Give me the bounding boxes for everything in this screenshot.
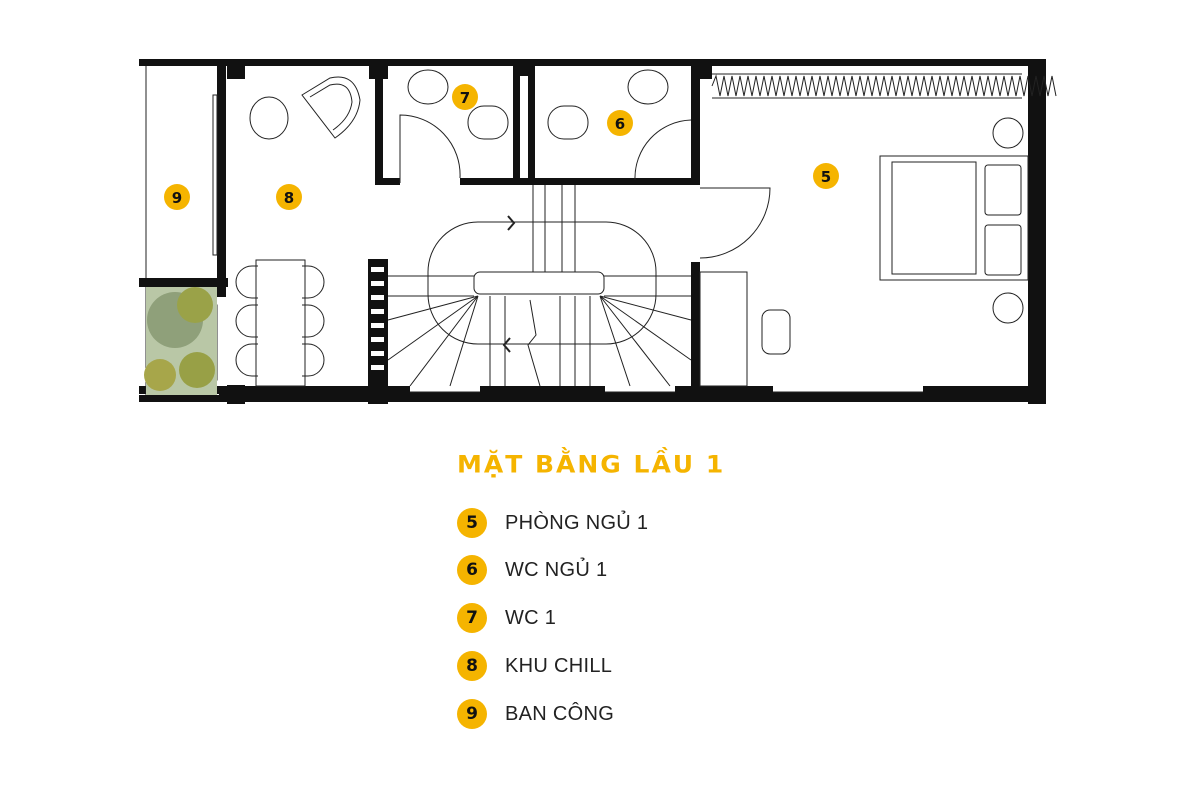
legend-label: PHÒNG NGỦ 1 xyxy=(505,511,649,534)
legend-item: 6 WC NGỦ 1 xyxy=(457,555,607,585)
room-label-9: 9 xyxy=(172,189,182,207)
legend-badge: 9 xyxy=(457,699,487,729)
legend-label: KHU CHILL xyxy=(505,654,613,677)
room-label-7: 7 xyxy=(460,89,470,107)
legend-badge: 5 xyxy=(457,508,487,538)
legend-label: BAN CÔNG xyxy=(505,702,615,725)
legend-item: 8 KHU CHILL xyxy=(457,651,612,681)
plan-title: MẶT BẰNG LẦU 1 xyxy=(457,450,726,479)
legend-label: WC NGỦ 1 xyxy=(505,558,608,581)
room-badges: 5 6 7 8 9 xyxy=(164,84,839,210)
walls xyxy=(139,59,1046,404)
floor-plan: 5 6 7 8 9 xyxy=(139,59,1057,404)
legend-badge: 7 xyxy=(457,603,487,633)
fixtures xyxy=(144,66,1057,395)
legend-item: 5 PHÒNG NGỦ 1 xyxy=(457,508,648,538)
room-label-8: 8 xyxy=(284,189,294,207)
legend-badge: 6 xyxy=(457,555,487,585)
legend-item: 9 BAN CÔNG xyxy=(457,699,614,729)
legend-item: 7 WC 1 xyxy=(457,603,556,633)
legend-badge: 8 xyxy=(457,651,487,681)
dining-chairs xyxy=(235,265,325,377)
stair-wall-hatch xyxy=(371,267,384,370)
room-label-5: 5 xyxy=(821,168,831,186)
room-label-6: 6 xyxy=(615,115,625,133)
legend-label: WC 1 xyxy=(505,606,557,629)
